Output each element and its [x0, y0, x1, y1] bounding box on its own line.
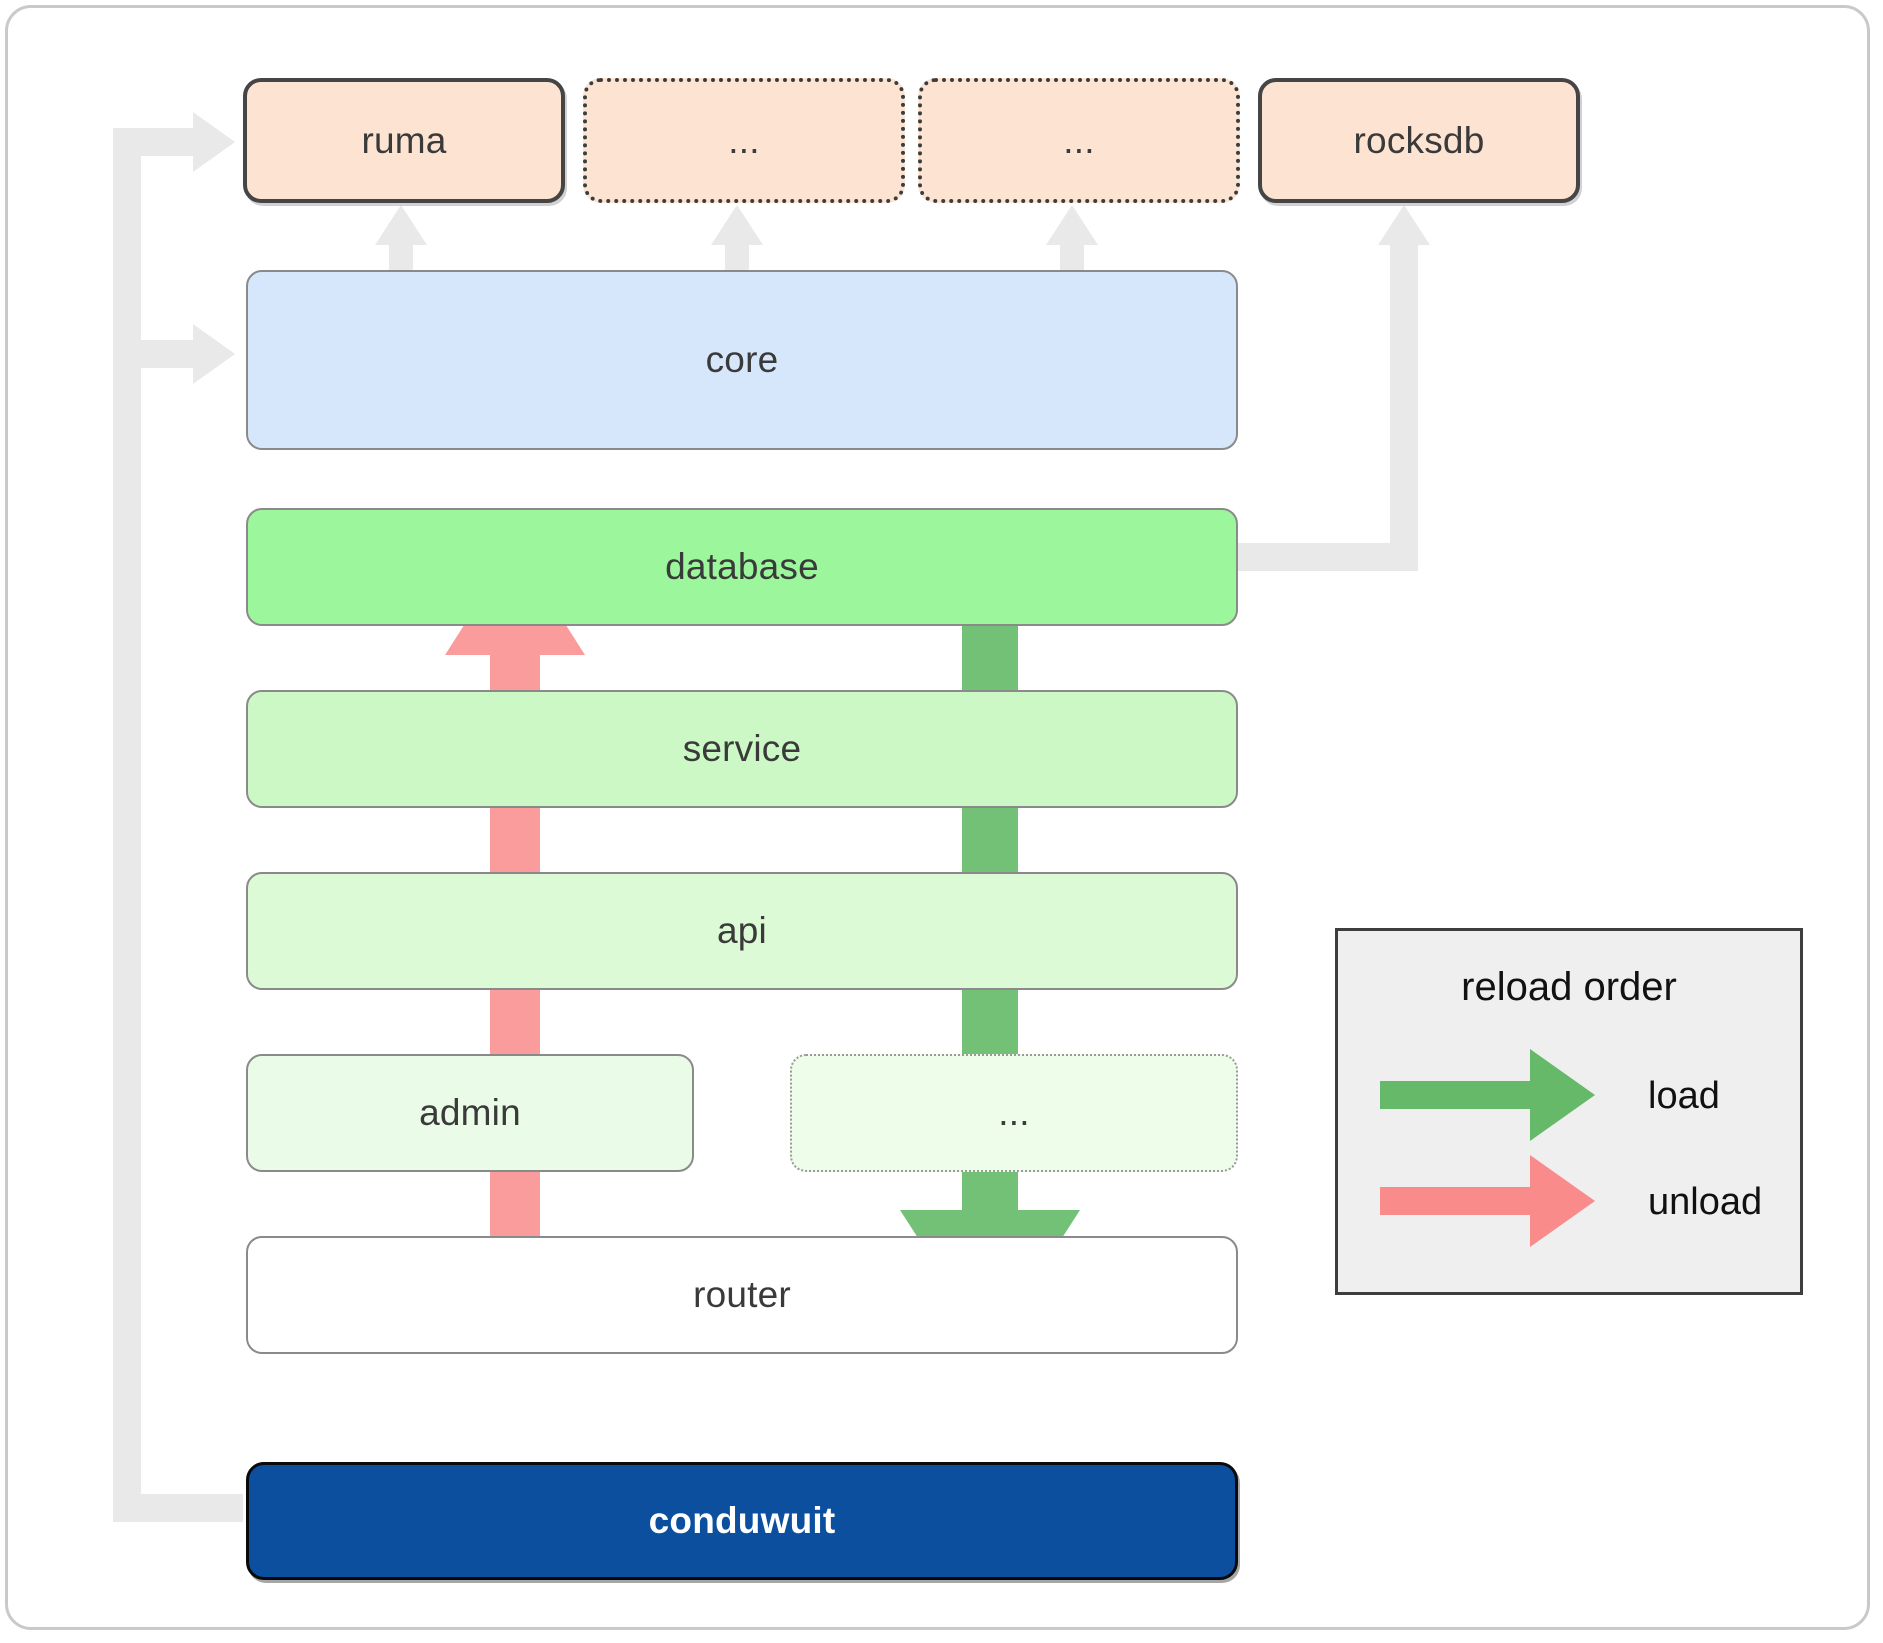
- dependency-label-more-1: ...: [728, 119, 760, 161]
- layer-label-admin: admin: [419, 1092, 521, 1133]
- connector-left-trunk-vertical: [113, 128, 141, 1522]
- layer-box-service[interactable]: service: [246, 690, 1238, 808]
- legend-unload-arrow-icon: [1380, 1155, 1595, 1247]
- connector-arrow-to-rocksdb: [1378, 205, 1430, 245]
- connector-core-to-ruma-arrow: [375, 205, 427, 245]
- dependency-label-more-2: ...: [1063, 119, 1095, 161]
- layer-box-api[interactable]: api: [246, 872, 1238, 990]
- layer-label-service: service: [682, 728, 802, 769]
- legend-panel: reload order load unload: [1335, 928, 1803, 1295]
- layer-label-core: core: [705, 339, 779, 380]
- dependency-box-rocksdb[interactable]: rocksdb: [1258, 78, 1580, 203]
- dependency-box-more-1[interactable]: ...: [583, 78, 905, 203]
- connector-right-trunk-vertical: [1390, 243, 1418, 571]
- layer-box-router[interactable]: router: [246, 1236, 1238, 1354]
- legend-row-unload: unload: [1338, 1155, 1800, 1253]
- connector-arrow-to-ruma: [193, 112, 235, 172]
- layer-label-api: api: [717, 910, 767, 951]
- dependency-box-more-2[interactable]: ...: [918, 78, 1240, 203]
- dependency-label-rocksdb: rocksdb: [1353, 119, 1485, 161]
- legend-row-load: load: [1338, 1049, 1800, 1147]
- dependency-label-ruma: ruma: [361, 119, 447, 161]
- legend-load-arrow-icon: [1380, 1049, 1595, 1141]
- diagram-frame: [5, 5, 1870, 1630]
- connector-arrow-to-core: [193, 324, 235, 384]
- layer-box-core[interactable]: core: [246, 270, 1238, 450]
- dependency-box-ruma[interactable]: ruma: [243, 78, 565, 203]
- application-label-conduwuit: conduwuit: [648, 1500, 836, 1541]
- connector-core-to-dots1-arrow: [711, 205, 763, 245]
- layer-label-router: router: [693, 1274, 791, 1315]
- layer-label-database: database: [665, 546, 819, 587]
- application-box-conduwuit[interactable]: conduwuit: [246, 1462, 1238, 1580]
- legend-label-unload: unload: [1648, 1181, 1763, 1223]
- legend-label-load: load: [1648, 1075, 1720, 1117]
- layer-box-more[interactable]: ...: [790, 1054, 1238, 1172]
- layer-box-database[interactable]: database: [246, 508, 1238, 626]
- connector-core-to-dots2-arrow: [1046, 205, 1098, 245]
- layer-label-more: ...: [998, 1092, 1030, 1133]
- layer-box-admin[interactable]: admin: [246, 1054, 694, 1172]
- connector-database-to-right-trunk: [1230, 543, 1406, 571]
- legend-title: reload order: [1461, 965, 1677, 1009]
